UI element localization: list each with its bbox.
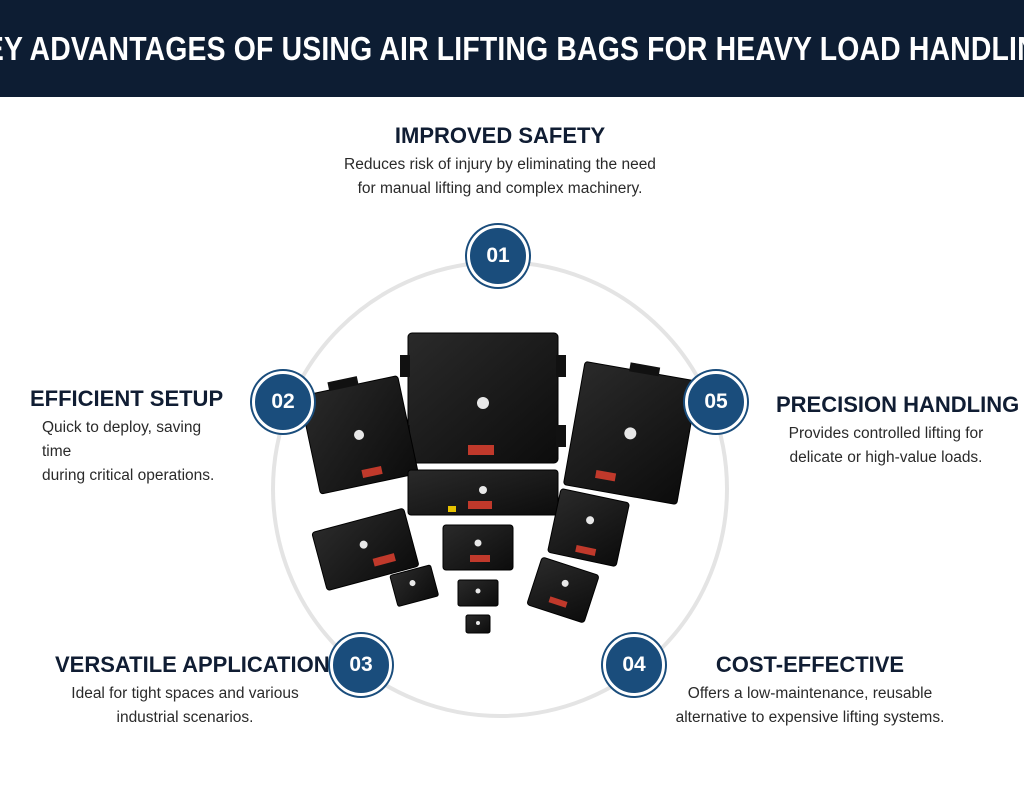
advantage-title: COST-EFFECTIVE (715, 652, 905, 677)
bag-right (563, 361, 699, 505)
advantage-desc-line: Quick to deploy, saving time (42, 419, 202, 460)
advantage-efficient-setup: EFFICIENT SETUP Quick to deploy, saving … (30, 386, 224, 488)
badge-01: 01 (467, 225, 529, 287)
advantage-cost-effective: COST-EFFECTIVE Offers a low-maintenance,… (660, 652, 960, 730)
bag-wide (407, 469, 559, 516)
page-title: KEY ADVANTAGES OF USING AIR LIFTING BAGS… (0, 29, 1024, 67)
bag-large-center (400, 332, 566, 464)
advantage-desc-line: Provides controlled lifting for (788, 425, 984, 442)
advantage-desc-line: for manual lifting and complex machinery… (357, 180, 643, 197)
badge-04: 04 (603, 634, 665, 696)
bag-tiny-left (389, 564, 439, 607)
advantage-title: IMPROVED SAFETY (394, 123, 606, 148)
badge-05: 05 (685, 371, 747, 433)
badge-03: 03 (330, 634, 392, 696)
advantage-desc-line: alternative to expensive lifting systems… (675, 709, 945, 726)
advantage-title: EFFICIENT SETUP (30, 386, 224, 411)
advantage-versatile-application: VERSATILE APPLICATION Ideal for tight sp… (55, 652, 330, 730)
advantage-title: PRECISION HANDLING (776, 392, 1020, 417)
bag-tiny-center (457, 579, 499, 607)
air-lifting-bags-image (299, 332, 699, 634)
advantage-desc-line: Reduces risk of injury by eliminating th… (344, 156, 656, 173)
bag-bottom-right (527, 557, 599, 623)
bag-small-center (442, 524, 514, 571)
advantage-desc-line: during critical operations. (42, 467, 215, 484)
bag-lower-left (311, 508, 419, 591)
advantage-desc-line: industrial scenarios. (116, 709, 254, 726)
advantage-precision-handling: PRECISION HANDLING Provides controlled l… (776, 392, 1020, 470)
advantage-improved-safety: IMPROVED SAFETY Reduces risk of injury b… (300, 123, 700, 201)
advantage-desc-line: Ideal for tight spaces and various (71, 685, 299, 702)
badge-02: 02 (252, 371, 314, 433)
header-banner: KEY ADVANTAGES OF USING AIR LIFTING BAGS… (0, 0, 1024, 97)
advantage-desc-line: Offers a low-maintenance, reusable (687, 685, 933, 702)
advantage-desc-line: delicate or high-value loads. (789, 449, 983, 466)
bag-lower-right (547, 488, 630, 567)
bag-tiny-bottom (465, 614, 491, 634)
advantage-title: VERSATILE APPLICATION (55, 652, 330, 677)
bag-left (299, 375, 419, 495)
